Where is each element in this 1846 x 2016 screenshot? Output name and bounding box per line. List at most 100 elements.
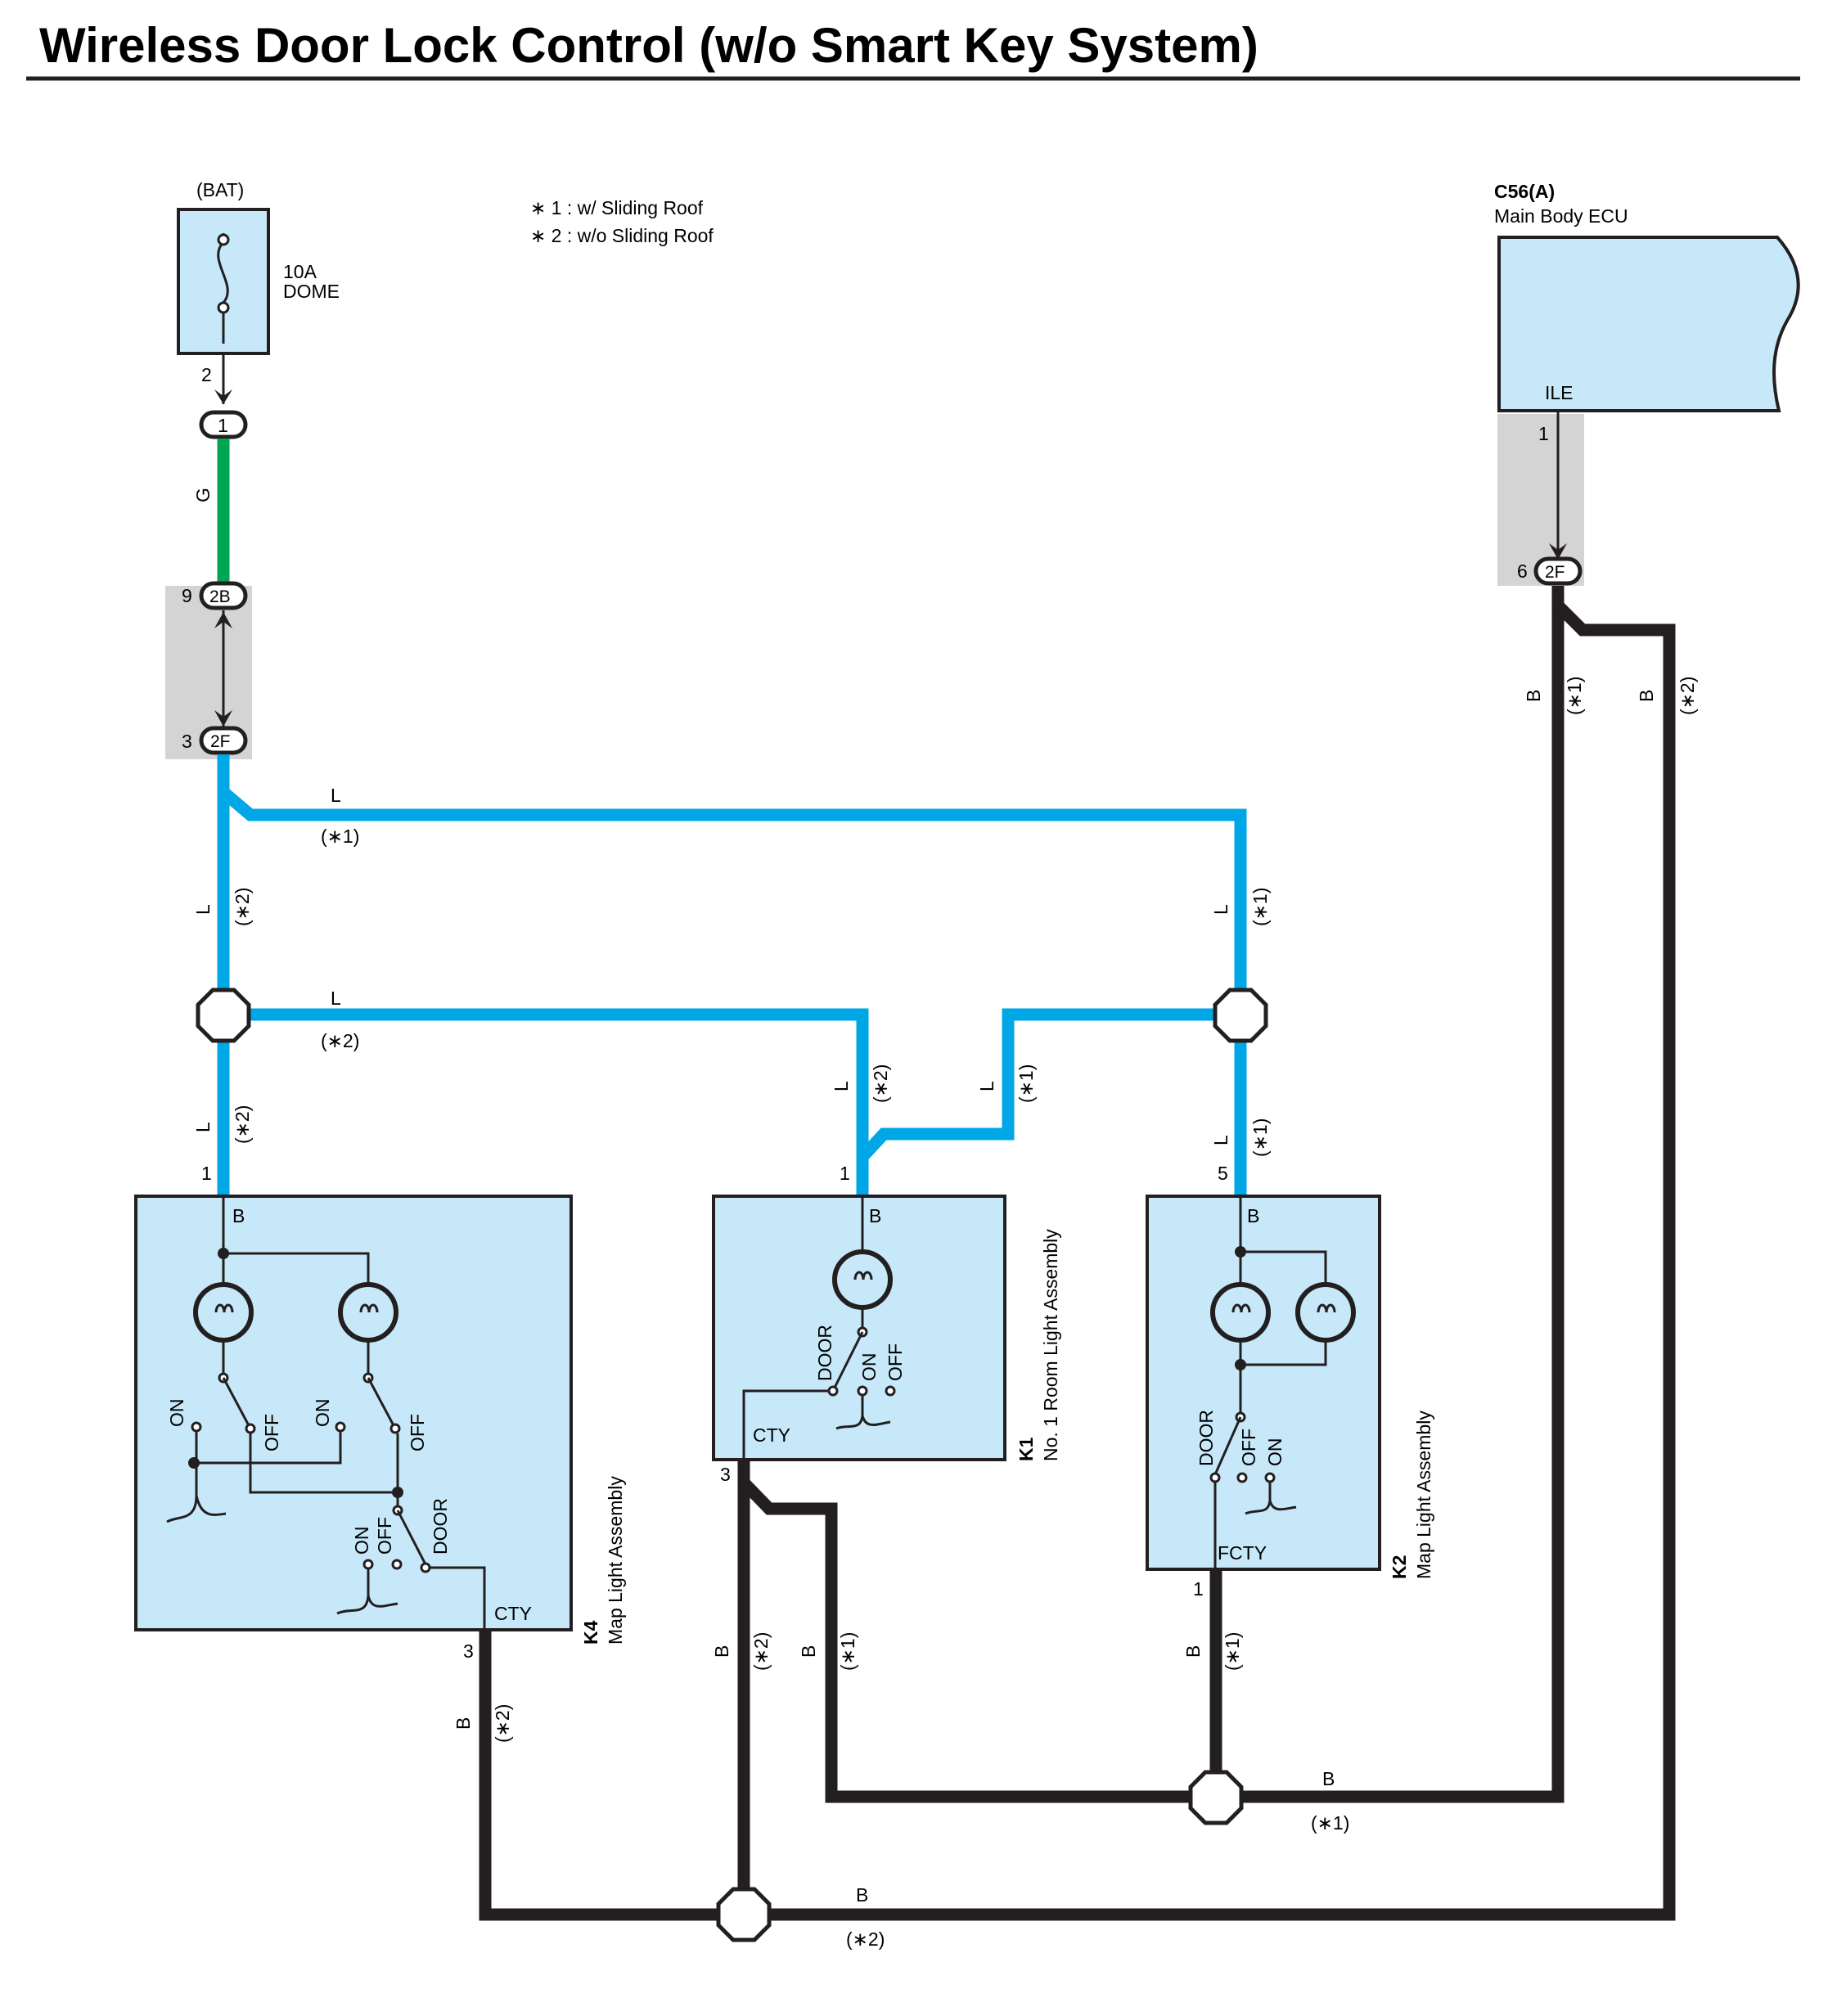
k4-door-off: OFF — [374, 1517, 395, 1555]
wire-note: (∗1) — [1249, 1118, 1271, 1157]
switch-contact — [335, 1421, 346, 1433]
k4-switch-on: ON — [166, 1399, 187, 1428]
wire-b-k4-ground — [479, 1630, 718, 1921]
switch-contact — [1264, 1472, 1276, 1483]
k2-pin-in: 5 — [1218, 1163, 1228, 1184]
connector-2b-id: 2B — [209, 587, 231, 606]
k1-switch-door: DOOR — [814, 1325, 835, 1381]
wire-label-b: B — [452, 1717, 474, 1730]
splice-point — [196, 988, 251, 1043]
k2-switch-wiring — [1213, 1483, 1297, 1569]
splice-point — [716, 1887, 772, 1942]
k4-door-label: DOOR — [430, 1498, 451, 1555]
wire-label-l: L — [976, 1081, 997, 1091]
splice-point — [1188, 1770, 1244, 1825]
k4-name: Map Light Assembly — [605, 1476, 626, 1645]
ecu-pin: 1 — [1538, 423, 1549, 444]
wire-label-l: L — [1210, 1135, 1231, 1145]
wire-note: (∗2) — [870, 1064, 891, 1103]
k4-terminal-b: B — [232, 1205, 245, 1226]
connector-2f — [199, 726, 248, 755]
wire-note: (∗1) — [837, 1632, 858, 1671]
switch-contact — [420, 1562, 431, 1573]
bulb-filament-icon — [214, 1303, 234, 1313]
wire-note: (∗1) — [1564, 677, 1585, 715]
k1-code: K1 — [1015, 1437, 1037, 1461]
switch-contact — [857, 1385, 868, 1397]
ecu-terminal-ile: ILE — [1545, 382, 1574, 403]
switch-contact — [362, 1559, 374, 1570]
k4-pin-in: 1 — [201, 1163, 212, 1184]
wire-b-ecu-no-sliding-roof — [769, 601, 1676, 1921]
wire-note: (∗2) — [1677, 677, 1698, 715]
switch-contact — [245, 1423, 256, 1434]
k2-switch-on: ON — [1264, 1438, 1285, 1467]
door-switch-blade — [396, 1510, 427, 1565]
arrow-icon — [214, 389, 232, 404]
arrow-icon — [214, 710, 232, 727]
wire-label-l: L — [331, 988, 341, 1009]
switch-contact — [885, 1385, 896, 1397]
k4-terminal-cty: CTY — [494, 1603, 532, 1624]
main-body-ecu — [1497, 236, 1800, 412]
switch-contact — [191, 1421, 202, 1433]
k4-switch-on: ON — [312, 1399, 333, 1428]
k4-internal-wiring — [222, 1196, 370, 1378]
splice-point — [1213, 988, 1268, 1043]
wire-note: (∗2) — [321, 1030, 359, 1051]
bulb-filament-icon — [1231, 1303, 1251, 1313]
k2-junction-dot — [1235, 1359, 1246, 1370]
wire-label-b: B — [711, 1645, 732, 1658]
k1-switch-off: OFF — [885, 1343, 906, 1381]
fuse-pin: 2 — [201, 364, 212, 385]
connector-1 — [199, 410, 248, 439]
k4-code: K4 — [580, 1620, 601, 1645]
note-sliding-roof: ∗ 1 : w/ Sliding Roof — [530, 197, 704, 218]
switch-blade — [222, 1377, 252, 1429]
wire-label-l: L — [831, 1081, 852, 1091]
wire-label-b: B — [1523, 690, 1544, 702]
switch-blade — [367, 1377, 397, 1429]
wire-label-b: B — [798, 1645, 819, 1658]
k4-junction-dot — [188, 1457, 200, 1469]
wire-note: (∗1) — [321, 826, 359, 847]
switch-contact — [1236, 1472, 1248, 1483]
k2-code: K2 — [1389, 1555, 1410, 1579]
wire-note: (∗1) — [1015, 1064, 1037, 1103]
connector-2b-pin: 9 — [182, 585, 192, 606]
wire-note: (∗1) — [1311, 1812, 1349, 1834]
wire-note: (∗2) — [492, 1704, 513, 1743]
k2-switch-door: DOOR — [1195, 1410, 1217, 1466]
k2-junction-dot — [1235, 1246, 1246, 1258]
k1-terminal-cty: CTY — [753, 1424, 790, 1446]
connector-2f-id: 2F — [210, 732, 231, 751]
k2-map-light-assembly — [1146, 1195, 1381, 1571]
connector-1-label: 1 — [218, 415, 228, 436]
wire-label-l: L — [1210, 904, 1231, 915]
wire-label-b: B — [1182, 1645, 1204, 1658]
bulb-filament-icon — [1317, 1303, 1336, 1313]
bulb-filament-icon — [853, 1271, 873, 1280]
switch-contact — [389, 1423, 401, 1434]
switch-blade — [1214, 1416, 1242, 1474]
note-no-sliding-roof: ∗ 2 : w/o Sliding Roof — [530, 225, 714, 246]
wire-note: (∗1) — [1222, 1632, 1243, 1671]
k4-switch-off: OFF — [261, 1414, 282, 1451]
bulb-filament-icon — [359, 1303, 379, 1313]
k4-map-light-assembly — [134, 1195, 573, 1631]
ecu-code: C56(A) — [1494, 181, 1555, 202]
k4-door-on: ON — [351, 1527, 372, 1555]
fuse-name: DOME — [283, 281, 340, 302]
wire-note: (∗2) — [750, 1632, 772, 1671]
wire-label-l: L — [331, 785, 341, 806]
wire-l-to-k1 — [249, 1008, 869, 1196]
k4-junction-dot — [218, 1248, 229, 1259]
wire-b-ecu-sliding-roof — [1240, 586, 1565, 1803]
k1-name: No. 1 Room Light Assembly — [1040, 1229, 1061, 1461]
k1-pin-in: 1 — [840, 1163, 850, 1184]
connector-2b — [199, 581, 248, 610]
k1-switch-wiring — [742, 1389, 891, 1460]
k2-terminal-fcty: FCTY — [1218, 1542, 1267, 1564]
wire-label-b: B — [1322, 1768, 1335, 1789]
wire-note: (∗2) — [846, 1928, 885, 1950]
